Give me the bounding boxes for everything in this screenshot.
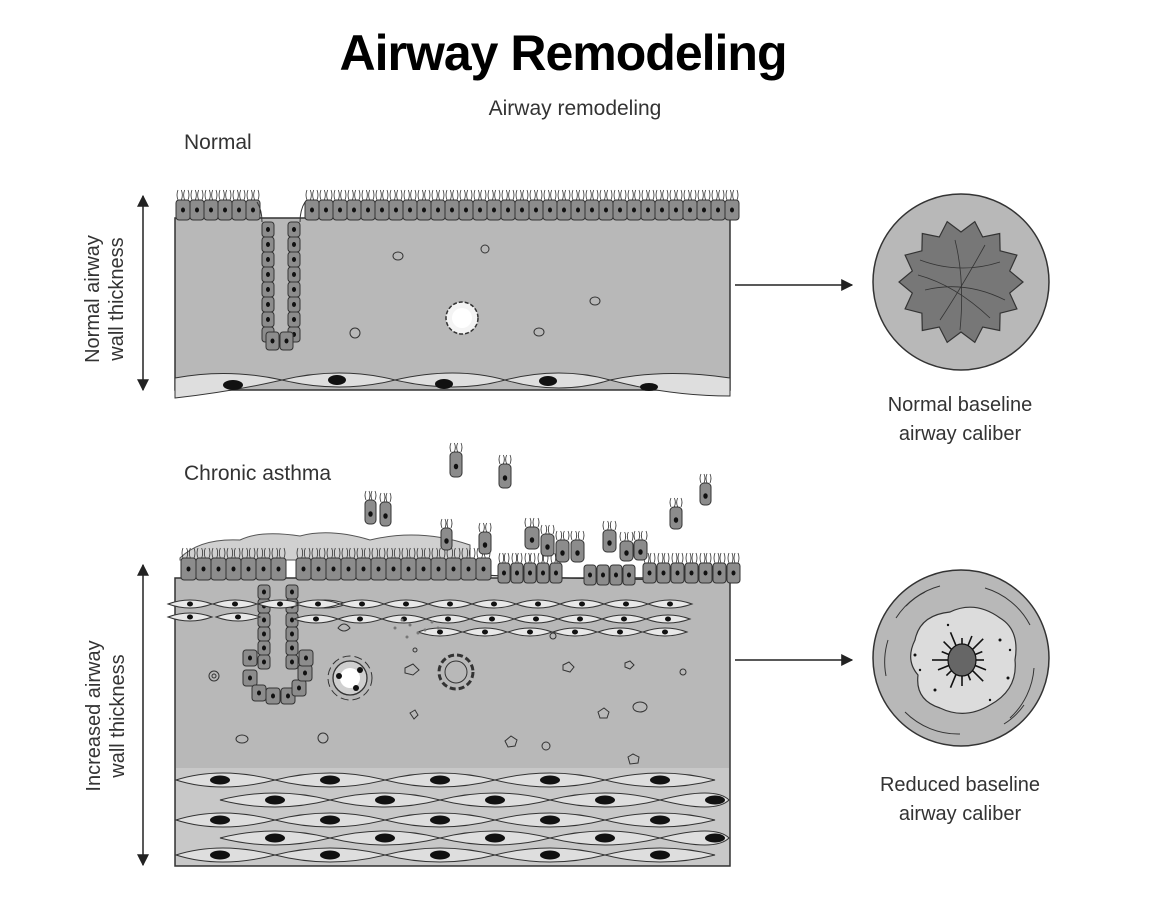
asthma-caliber-line1: Reduced baseline	[879, 774, 1041, 796]
normal-blood-vessel	[445, 301, 479, 335]
asthma-blood-vessel-inflamed	[327, 655, 373, 701]
eosinophil-granules	[393, 618, 440, 639]
myofibroblast-layer	[166, 599, 694, 637]
normal-caliber-caption: Normal baseline airway caliber	[850, 391, 1070, 449]
normal-cilia	[176, 189, 739, 201]
hypertrophied-smooth-muscle	[174, 768, 730, 865]
mucus-layer	[179, 532, 471, 561]
normal-submucosa	[174, 217, 731, 391]
shed-epithelial-cells	[364, 442, 712, 563]
asthma-panel-label: Chronic asthma	[184, 462, 332, 485]
asthma-caliber-caption: Reduced baseline airway caliber	[850, 771, 1070, 829]
asthma-cilia	[181, 547, 740, 564]
normal-airway-wall	[174, 189, 740, 399]
normal-airway-cross-section	[872, 193, 1050, 371]
asthma-gland	[242, 584, 314, 705]
normal-caliber-line1: Normal baseline	[887, 394, 1033, 416]
normal-panel-label: Normal	[184, 131, 252, 154]
normal-gland	[256, 201, 306, 351]
asthma-airway-wall	[166, 442, 741, 867]
asthma-epithelium	[180, 557, 741, 586]
asthma-wall-rings	[884, 585, 1035, 735]
normal-smooth-muscle	[174, 372, 731, 399]
cross-section-debris	[913, 623, 1012, 702]
asthma-inflammatory-cells	[208, 623, 687, 765]
lumen-mucus-strands	[932, 631, 987, 689]
normal-caliber-line2: airway caliber	[898, 423, 1022, 445]
asthma-airway-cross-section	[872, 569, 1050, 747]
page-title: Airway Remodeling	[339, 25, 788, 81]
diagram-subtitle: Airway remodeling	[488, 97, 662, 120]
asthma-caliber-line2: airway caliber	[898, 803, 1022, 825]
narrowed-airway-lumen	[947, 643, 977, 677]
asthma-blood-vessel-new	[437, 653, 475, 691]
normal-scattered-cells	[349, 244, 601, 339]
normal-lumen-folds	[917, 239, 1006, 331]
normal-epithelium	[175, 199, 740, 221]
